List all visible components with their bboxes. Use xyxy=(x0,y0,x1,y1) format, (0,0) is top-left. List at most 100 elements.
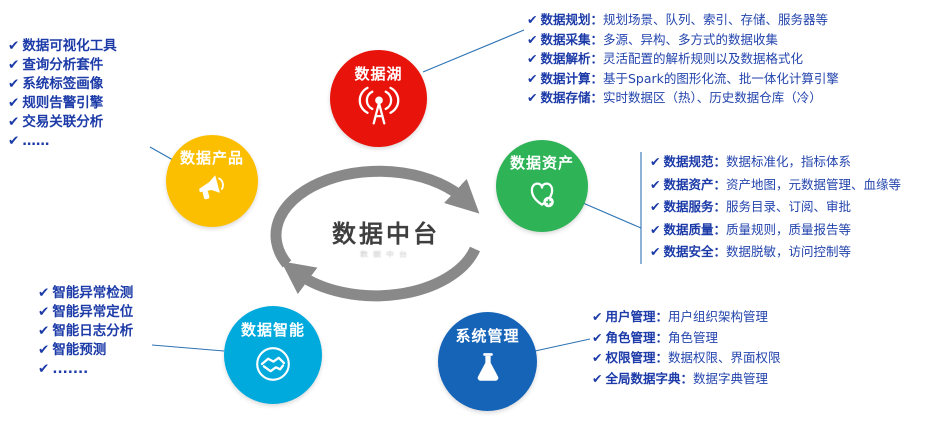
list-item: ✔数据质量：质量规则，质量报告等 xyxy=(650,219,901,242)
list-item-term: 数据存储： xyxy=(540,90,603,105)
list-item-desc: 数据标准化，指标体系 xyxy=(726,154,852,169)
connector-lake xyxy=(422,29,525,73)
list-item-desc: 资产地图，元数据管理、血缘等 xyxy=(726,176,902,192)
check-icon: ✔ xyxy=(650,176,661,192)
connector-intelligence xyxy=(151,344,225,352)
check-icon: ✔ xyxy=(38,342,50,358)
check-icon: ✔ xyxy=(592,350,603,365)
list-item-term: 数据资产： xyxy=(663,176,726,192)
list-item-term: 数据质量： xyxy=(663,221,726,237)
feature-list-data-asset: ✔数据规范：数据标准化，指标体系 ✔数据资产：资产地图，元数据管理、血缘等 ✔数… xyxy=(650,151,901,264)
check-icon: ✔ xyxy=(527,70,538,86)
list-item: ✔数据规范：数据标准化，指标体系 xyxy=(650,151,901,174)
list-item-term: 数据规范： xyxy=(663,154,726,169)
list-item: ✔智能日志分析 xyxy=(38,322,133,341)
list-item-label: …… xyxy=(22,133,50,149)
list-item-label: 数据可视化工具 xyxy=(22,38,117,54)
node-data-lake: 数据湖 xyxy=(330,50,427,147)
handshake-icon xyxy=(256,347,290,381)
list-item-label: 智能日志分析 xyxy=(52,323,134,339)
check-icon: ✔ xyxy=(650,199,661,214)
list-item: ✔角色管理：角色管理 xyxy=(592,328,781,349)
feature-list-data-intelligence: ✔智能异常检测 ✔智能异常定位 ✔智能日志分析 ✔智能预测 ✔....... xyxy=(38,284,133,379)
list-item-desc: 数据脱敏，访问控制等 xyxy=(726,244,852,259)
check-icon: ✔ xyxy=(8,133,20,149)
list-item: ✔规则告警引擎 xyxy=(8,94,117,113)
node-data-lake-label: 数据湖 xyxy=(354,65,403,83)
list-item: ✔交易关联分析 xyxy=(8,113,117,132)
list-item-term: 数据计算： xyxy=(540,70,603,86)
check-icon: ✔ xyxy=(38,361,50,377)
list-item-desc: 规划场景、队列、索引、存储、服务器等 xyxy=(603,12,829,27)
node-data-product: 数据产品 xyxy=(166,135,258,227)
list-item-label: 智能预测 xyxy=(52,342,107,358)
list-item-desc: 角色管理 xyxy=(668,329,719,345)
node-system-management: 系统管理 xyxy=(438,312,537,411)
list-item: ✔智能异常定位 xyxy=(38,303,133,322)
node-data-product-label: 数据产品 xyxy=(179,149,244,167)
list-item-desc: 数据权限、界面权限 xyxy=(668,350,781,365)
feature-list-system-management: ✔用户管理：用户组织架构管理 ✔角色管理：角色管理 ✔权限管理：数据权限、界面权… xyxy=(592,307,781,389)
list-item: ✔权限管理：数据权限、界面权限 xyxy=(592,348,781,369)
megaphone-icon xyxy=(199,175,224,200)
feature-list-data-product: ✔数据可视化工具 ✔查询分析套件 ✔系统标签画像 ✔规则告警引擎 ✔交易关联分析… xyxy=(8,37,117,151)
check-icon: ✔ xyxy=(8,95,20,111)
list-item: ✔数据存储：实时数据区（热）、历史数据仓库（冷） xyxy=(527,88,839,108)
list-item-label: 智能异常定位 xyxy=(52,304,134,320)
list-item-desc: 用户组织架构管理 xyxy=(668,309,769,324)
check-icon: ✔ xyxy=(8,38,20,54)
list-item-term: 数据采集： xyxy=(540,31,603,47)
check-icon: ✔ xyxy=(592,329,603,345)
list-item: ✔数据解析：灵活配置的解析规则以及数据格式化 xyxy=(527,49,839,69)
check-icon: ✔ xyxy=(527,31,538,47)
center-title-reflection: 数据中台 xyxy=(360,250,412,259)
check-icon: ✔ xyxy=(592,309,603,324)
list-item-desc: 实时数据区（热）、历史数据仓库（冷） xyxy=(603,90,822,105)
list-item: ✔数据服务：服务目录、订阅、审批 xyxy=(650,196,901,219)
check-icon: ✔ xyxy=(592,370,603,386)
list-item-desc: 基于Spark的图形化流、批一体化计算引擎 xyxy=(603,70,839,86)
list-item-term: 数据解析： xyxy=(540,51,603,66)
list-item-term: 数据安全： xyxy=(663,244,726,259)
list-item: ✔数据安全：数据脱敏，访问控制等 xyxy=(650,241,901,264)
center-title: 数据中台 xyxy=(332,220,440,248)
check-icon: ✔ xyxy=(527,12,538,27)
connector-asset xyxy=(582,202,642,229)
check-icon: ✔ xyxy=(38,304,50,320)
check-icon: ✔ xyxy=(8,114,20,130)
check-icon: ✔ xyxy=(38,285,50,301)
feature-list-data-lake: ✔数据规划：规划场景、队列、索引、存储、服务器等 ✔数据采集：多源、异构、多方式… xyxy=(527,10,839,108)
check-icon: ✔ xyxy=(650,221,661,237)
list-item: ✔数据资产：资产地图，元数据管理、血缘等 xyxy=(650,174,901,197)
broadcast-tower-icon xyxy=(358,86,399,125)
list-item: ✔....... xyxy=(38,360,133,379)
flask-icon xyxy=(477,353,498,381)
list-item-desc: 质量规则，质量报告等 xyxy=(726,221,852,237)
list-item: ✔数据规划：规划场景、队列、索引、存储、服务器等 xyxy=(527,10,839,30)
list-item: ✔系统标签画像 xyxy=(8,75,117,94)
list-item: ✔全局数据字典：数据字典管理 xyxy=(592,369,781,390)
list-item-label: 系统标签画像 xyxy=(22,76,104,92)
list-item: ✔数据可视化工具 xyxy=(8,37,117,56)
list-item-desc: 服务目录、订阅、审批 xyxy=(726,199,852,214)
list-item-term: 数据规划： xyxy=(540,12,603,27)
check-icon: ✔ xyxy=(8,57,20,73)
check-icon: ✔ xyxy=(8,76,20,92)
check-icon: ✔ xyxy=(650,244,661,259)
node-data-intelligence-label: 数据智能 xyxy=(240,321,305,339)
list-item-label: 查询分析套件 xyxy=(22,57,104,73)
check-icon: ✔ xyxy=(527,51,538,66)
list-item: ✔智能异常检测 xyxy=(38,284,133,303)
node-data-asset: 数据资产 xyxy=(496,140,588,232)
node-data-asset-label: 数据资产 xyxy=(509,154,574,172)
check-icon: ✔ xyxy=(527,90,538,105)
list-item-term: 全局数据字典： xyxy=(605,370,693,386)
list-item-term: 角色管理： xyxy=(605,329,668,345)
list-item-desc: 数据字典管理 xyxy=(693,370,769,386)
node-system-management-label: 系统管理 xyxy=(455,327,520,345)
list-item-term: 权限管理： xyxy=(605,350,668,365)
list-item: ✔数据采集：多源、异构、多方式的数据收集 xyxy=(527,30,839,50)
list-item-desc: 灵活配置的解析规则以及数据格式化 xyxy=(603,51,804,66)
